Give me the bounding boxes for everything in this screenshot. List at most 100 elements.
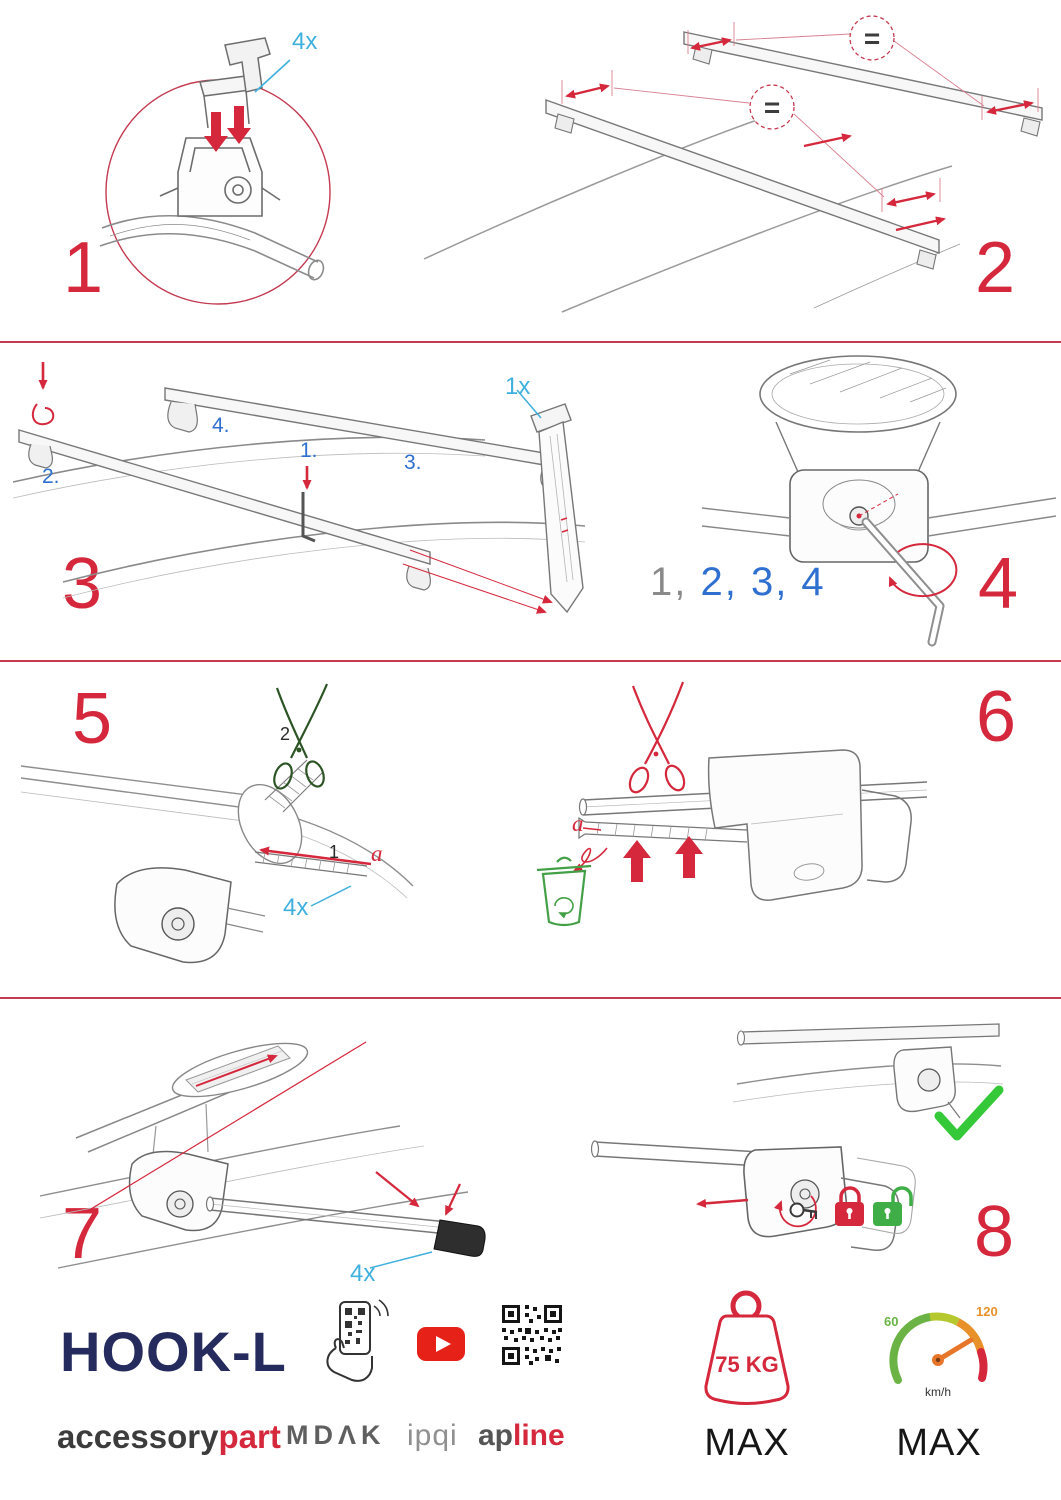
speed-unit-label: km/h: [925, 1385, 951, 1399]
step3-qty-label: 1x: [505, 373, 531, 400]
qty-pointer-line: [369, 1251, 433, 1269]
key-icon: [773, 1195, 818, 1228]
qty-pointer-line: [254, 59, 291, 93]
speed-high-label: 120: [976, 1304, 998, 1319]
step3-sub-3: 3.: [404, 451, 422, 474]
equal-sign: =: [864, 23, 880, 54]
torque-tool: [530, 403, 584, 614]
target-pointer: [856, 493, 899, 519]
strap-tail: [254, 851, 368, 877]
partner-logo-mdak: MDΛK: [286, 1420, 386, 1450]
step-3-number: 3: [62, 544, 102, 624]
speed-limit-max-label: MAX: [896, 1422, 982, 1464]
lock-assembly: [590, 1140, 916, 1251]
rail-opening: [759, 355, 957, 473]
scissors-icon: [273, 683, 329, 790]
cross-bars: [18, 387, 565, 591]
step-6-number: 6: [976, 677, 1016, 757]
strap-hint: [31, 362, 55, 426]
section-divider-2: [0, 660, 1061, 662]
partner-logo-ipqi: ipqi: [407, 1419, 458, 1452]
roof-rails: [39, 1125, 469, 1269]
brand-logo-second: part: [218, 1418, 281, 1455]
step3-sub-1: 1.: [300, 439, 318, 462]
step5-cut-order: 2: [280, 724, 291, 744]
unlocked-padlock-icon: [873, 1186, 913, 1226]
locked-padlock-icon: [835, 1186, 864, 1226]
qty-pointer-line: [310, 885, 352, 907]
strap-cutoff: [578, 816, 748, 843]
step-1-number: 1: [63, 228, 103, 308]
equal-distance-arrows: [565, 37, 1034, 232]
brand-logo-first: accessory: [57, 1418, 219, 1455]
step3-mounting-order-illustration: [12, 362, 586, 614]
section-divider-3: [0, 997, 1061, 999]
pull-arrow: [259, 846, 372, 866]
step5-strap-a-label: a: [371, 841, 383, 866]
step8-lock-illustration: [590, 1023, 1004, 1251]
step7-qty-label: 4x: [350, 1260, 376, 1287]
partner-logo-apline: apline: [478, 1421, 565, 1451]
speedometer-icon: 60 120 km/h: [884, 1304, 998, 1399]
sequence-done: 1,: [650, 560, 688, 604]
step-4-number: 4: [978, 544, 1018, 624]
discard-curve: [573, 847, 608, 871]
bar-with-opening: [75, 1042, 309, 1165]
step5-cut-strap-illustration: [20, 683, 414, 964]
qr-code: [500, 1303, 564, 1367]
step2-equal-spacing-illustration: = =: [423, 15, 1043, 313]
insert-arrows: [204, 106, 251, 152]
recycle-icon: [554, 897, 574, 919]
allen-key-small: [301, 466, 316, 543]
brand-logo: accessorypart: [57, 1420, 281, 1453]
step7-cover-install-illustration: [39, 1041, 486, 1269]
clamp-body: [128, 1150, 229, 1232]
step-5-number: 5: [72, 679, 112, 759]
sequence-todo: 2, 3, 4: [687, 560, 826, 604]
trash-bin-icon: [536, 856, 592, 927]
cross-bar: [701, 497, 1057, 537]
clamp-body: [114, 867, 266, 964]
dimension-lines: [561, 22, 1039, 212]
clamp-body: [159, 137, 281, 217]
youtube-icon: [417, 1327, 465, 1361]
lift-arrows: [623, 836, 703, 882]
end-cap-assembly: [205, 1171, 486, 1257]
step1-clamp-detail-illustration: [99, 37, 331, 305]
step6-strap-a-label: a: [572, 811, 584, 836]
step3-sub-2: 2.: [42, 465, 60, 488]
step4-sequence: 1, 2, 3, 4: [650, 562, 826, 602]
load-limit-max-label: MAX: [704, 1422, 790, 1464]
cross-bars: [545, 31, 1043, 270]
allen-key: [861, 517, 945, 647]
step6-discard-strap-illustration: [536, 681, 928, 927]
rotate-arrow: [888, 543, 958, 598]
load-limit-value: 75 KG: [715, 1352, 779, 1377]
product-name: HOOK-L: [60, 1320, 287, 1383]
adapter-part: [224, 37, 271, 93]
roof-bar: [99, 214, 325, 281]
equal-badges: = =: [749, 15, 895, 130]
finished-assembly: [732, 1023, 1004, 1119]
apline-second: line: [513, 1419, 565, 1452]
speed-low-label: 60: [884, 1314, 898, 1329]
step1-qty-label: 4x: [292, 28, 318, 55]
equal-sign: =: [764, 92, 780, 123]
apline-first: ap: [478, 1419, 514, 1452]
push-arrow: [696, 1198, 749, 1208]
guide-line: [85, 1041, 367, 1213]
weight-icon: 75 KG: [704, 1290, 790, 1405]
phone-scan-icon: [326, 1299, 389, 1382]
roof-rails: [423, 119, 961, 313]
step5-pull-order: 1: [329, 842, 340, 862]
check-icon: [934, 1085, 1004, 1141]
step-8-number: 8: [974, 1192, 1014, 1272]
strap-through-opening: [237, 759, 324, 865]
scissors-icon: [628, 681, 686, 794]
hook-cover: [707, 749, 912, 901]
step4-tighten-illustration: [701, 355, 1057, 647]
tool-pointer-lines: [402, 549, 553, 614]
qty-pointer-line: [516, 389, 542, 419]
step3-sub-4: 4.: [212, 414, 230, 437]
